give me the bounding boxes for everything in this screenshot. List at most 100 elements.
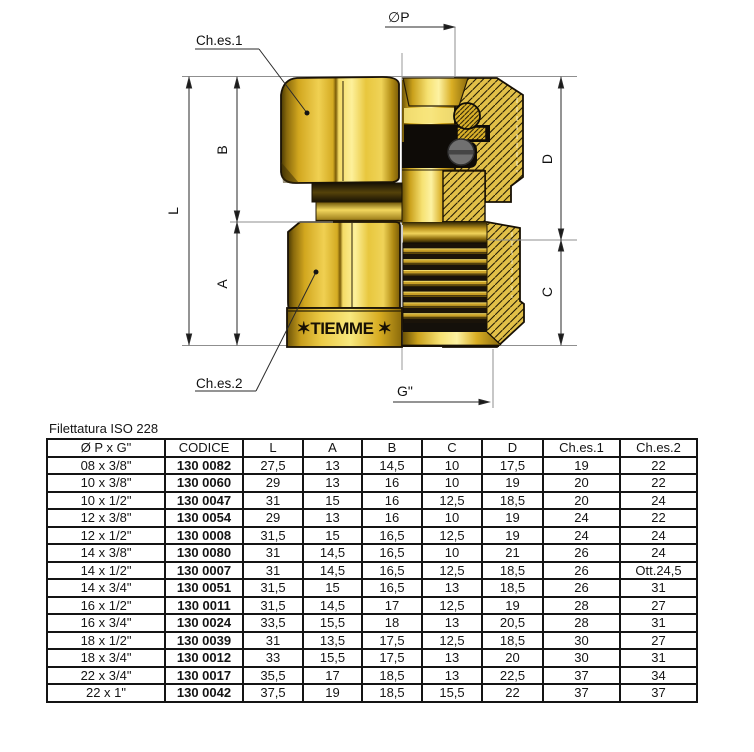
label-c: C — [539, 287, 555, 297]
table-cell: 28 — [542, 595, 621, 615]
table-cell: 13 — [302, 455, 363, 475]
table-cell: 34 — [619, 665, 698, 685]
table-cell: 19 — [302, 683, 363, 703]
table-cell: 18,5 — [361, 683, 423, 703]
table-cell: 24 — [542, 508, 621, 528]
table-cell: 12,5 — [421, 630, 483, 650]
label-b: B — [214, 145, 230, 154]
cell-codice: 130 0024 — [164, 613, 244, 633]
table-cell: 15 — [302, 578, 363, 598]
table-cell: 12 x 1/2" — [46, 525, 166, 545]
table-cell: 15,5 — [302, 613, 363, 633]
table-cell: 18 x 3/4" — [46, 648, 166, 668]
cell-codice: 130 0007 — [164, 560, 244, 580]
table-cell: 16 — [361, 508, 423, 528]
table-cell: 10 x 1/2" — [46, 490, 166, 510]
table-cell: 18 x 1/2" — [46, 630, 166, 650]
column-header: Ø P x G" — [46, 438, 166, 458]
table-cell: 16,5 — [361, 543, 423, 563]
callout-ches1: Ch.es.1 — [195, 33, 310, 116]
label-a: A — [214, 279, 230, 289]
table-cell: 12 x 3/8" — [46, 508, 166, 528]
table-cell: 19 — [481, 473, 544, 493]
table-cell: 27,5 — [242, 455, 304, 475]
callout-ches2: Ch.es.2 — [195, 269, 319, 392]
table-cell: 17,5 — [481, 455, 544, 475]
table-cell: 10 — [421, 508, 483, 528]
table-cell: 13 — [302, 473, 363, 493]
table-cell: 31 — [242, 490, 304, 510]
cell-codice: 130 0082 — [164, 455, 244, 475]
grip-ring-circle — [453, 102, 481, 130]
table-cell: 31,5 — [242, 525, 304, 545]
table-cell: 08 x 3/8" — [46, 455, 166, 475]
table-cell: 14 x 3/8" — [46, 543, 166, 563]
table-cell: 12,5 — [421, 560, 483, 580]
upper-hex-nut — [280, 76, 400, 184]
fitting-drawing-svg: ✶TIEMME ✶ L — [165, 9, 577, 408]
lower-hex-nut — [287, 221, 401, 309]
table-cell: 20 — [542, 490, 621, 510]
neck-section-hatched — [442, 170, 486, 223]
table-cell: 14,5 — [302, 543, 363, 563]
table-cell: 31 — [619, 613, 698, 633]
column-header: Ch.es.2 — [619, 438, 698, 458]
brand-text: ✶TIEMME ✶ — [297, 319, 392, 338]
table-cell: Ott.24,5 — [619, 560, 698, 580]
table-cell: 33,5 — [242, 613, 304, 633]
table-cell: 12,5 — [421, 595, 483, 615]
table-cell: 18,5 — [481, 560, 544, 580]
table-cell: 30 — [542, 630, 621, 650]
table-cell: 18,5 — [481, 578, 544, 598]
cell-codice: 130 0042 — [164, 683, 244, 703]
table-cell: 22 — [619, 455, 698, 475]
label-g: G" — [397, 383, 413, 399]
table-cell: 26 — [542, 578, 621, 598]
table-cell: 19 — [542, 455, 621, 475]
table-cell: 10 x 3/8" — [46, 473, 166, 493]
cell-codice: 130 0039 — [164, 630, 244, 650]
table-cell: 31 — [619, 648, 698, 668]
table-cell: 14,5 — [361, 455, 423, 475]
column-header: B — [361, 438, 423, 458]
table-cell: 20 — [542, 473, 621, 493]
table-cell: 24 — [542, 525, 621, 545]
table-cell: 16,5 — [361, 525, 423, 545]
brand-band — [286, 307, 403, 348]
table-cell: 31,5 — [242, 578, 304, 598]
table-cell: 12,5 — [421, 490, 483, 510]
table-cell: 15,5 — [302, 648, 363, 668]
table-cell: 27 — [619, 595, 698, 615]
table-cell: 17,5 — [361, 648, 423, 668]
table-cell: 30 — [542, 648, 621, 668]
table-cell: 19 — [481, 508, 544, 528]
table-cell: 27 — [619, 630, 698, 650]
table-cell: 22 — [481, 683, 544, 703]
table-cell: 15 — [302, 525, 363, 545]
table-cell: 15,5 — [421, 683, 483, 703]
table-cell: 16 x 3/4" — [46, 613, 166, 633]
table-cell: 15 — [302, 490, 363, 510]
cell-codice: 130 0054 — [164, 508, 244, 528]
table-cell: 31,5 — [242, 595, 304, 615]
table-cell: 24 — [619, 525, 698, 545]
table-cell: 31 — [242, 630, 304, 650]
table-cell: 10 — [421, 455, 483, 475]
table-cell: 12,5 — [421, 525, 483, 545]
column-header: C — [421, 438, 483, 458]
female-thread — [402, 242, 488, 331]
table-cell: 19 — [481, 525, 544, 545]
table-caption: Filettatura ISO 228 — [49, 421, 159, 436]
column-header: Ch.es.1 — [542, 438, 621, 458]
table-cell: 19 — [481, 595, 544, 615]
